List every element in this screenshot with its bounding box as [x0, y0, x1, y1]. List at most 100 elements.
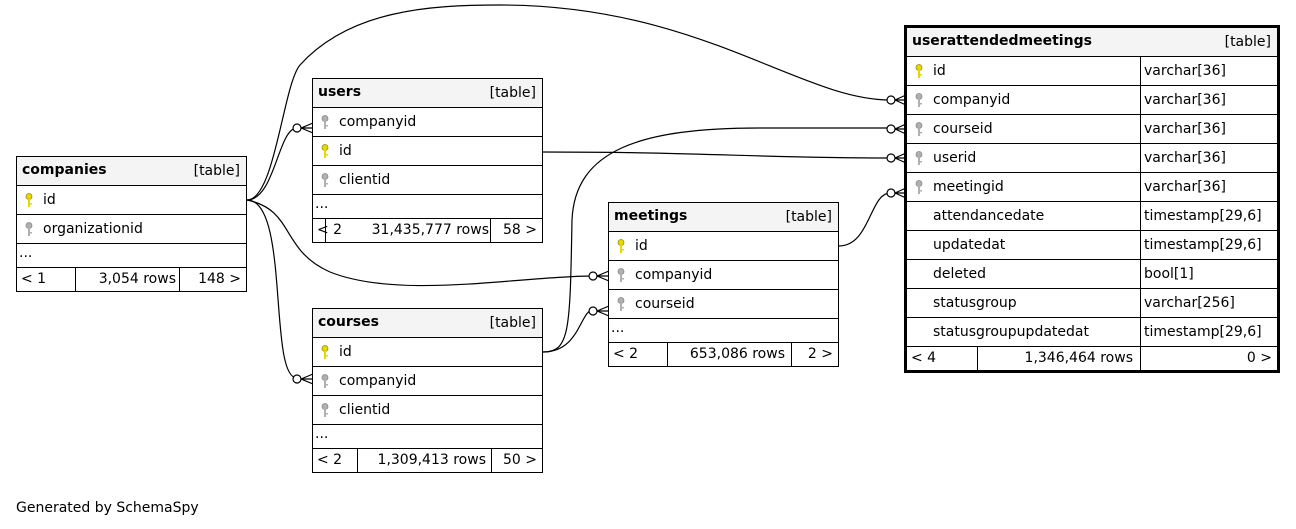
edge-crowfoot — [596, 270, 610, 282]
table-name: companies — [22, 162, 107, 178]
table-type: [table] — [489, 85, 536, 101]
children-count[interactable]: 58 > — [503, 222, 537, 238]
table-name: userattendedmeetings — [912, 33, 1092, 49]
column-type: varchar[36] — [1144, 179, 1226, 195]
children-count[interactable]: 148 > — [198, 271, 241, 287]
parents-count[interactable]: < 2 — [317, 452, 343, 468]
parents-count[interactable]: < 4 — [911, 350, 937, 366]
column-row[interactable]: deleted bool[1] — [907, 260, 1277, 289]
edge-companies-meetings-companyid — [246, 199, 594, 287]
column-row[interactable]: courseid — [609, 290, 838, 319]
primary-key-icon — [321, 144, 329, 158]
column-type: varchar[36] — [1144, 150, 1226, 166]
column-name: companyid — [933, 92, 1011, 108]
edge-end-circle — [588, 306, 598, 316]
column-row[interactable]: companyid — [609, 261, 838, 290]
generated-by-label: Generated by SchemaSpy — [16, 500, 199, 516]
table-header: companies [table] — [17, 157, 246, 186]
table-type: [table] — [489, 315, 536, 331]
table-name: users — [318, 84, 362, 100]
edge-companies-uam-companyid — [246, 4, 891, 201]
column-row[interactable]: id — [609, 232, 838, 261]
column-name: statusgroup — [933, 295, 1017, 311]
column-type: varchar[36] — [1144, 63, 1226, 79]
column-row[interactable]: statusgroup varchar[256] — [907, 289, 1277, 318]
column-name: companyid — [339, 373, 417, 389]
column-name: updatedat — [933, 237, 1006, 253]
edge-crowfoot — [596, 305, 610, 317]
foreign-key-icon — [321, 403, 329, 417]
foreign-key-icon — [915, 180, 923, 194]
column-row[interactable]: updatedat timestamp[29,6] — [907, 231, 1277, 260]
column-row[interactable]: companyid — [313, 108, 542, 137]
table-users[interactable]: users [table] companyid id clientid ... … — [312, 78, 543, 243]
column-name: statusgroupupdatedat — [933, 324, 1089, 340]
column-name: id — [933, 63, 946, 79]
primary-key-icon — [25, 193, 33, 207]
table-name: meetings — [614, 208, 688, 224]
column-name: organizationid — [43, 221, 143, 237]
edge-end-circle — [292, 374, 302, 384]
column-name: id — [339, 344, 352, 360]
column-row[interactable]: id — [313, 338, 542, 367]
foreign-key-icon — [25, 222, 33, 236]
table-header: courses [table] — [313, 309, 542, 338]
column-row[interactable]: id — [313, 137, 542, 166]
column-row[interactable]: statusgroupupdatedat timestamp[29,6] — [907, 318, 1277, 347]
column-name: clientid — [339, 402, 391, 418]
parents-count[interactable]: < 2 — [317, 222, 343, 238]
row-count: 3,054 rows — [98, 271, 176, 287]
table-type: [table] — [1224, 34, 1271, 50]
edge-end-circle — [886, 95, 896, 105]
foreign-key-icon — [321, 374, 329, 388]
more-columns: ... — [313, 425, 542, 449]
edge-courses-uam-courseid — [542, 127, 890, 353]
column-name: meetingid — [933, 179, 1004, 195]
table-userattendedmeetings[interactable]: userattendedmeetings [table] id varchar[… — [904, 25, 1280, 373]
column-name: courseid — [933, 121, 993, 137]
parents-count[interactable]: < 1 — [21, 271, 47, 287]
column-row[interactable]: userid varchar[36] — [907, 144, 1277, 173]
column-row[interactable]: meetingid varchar[36] — [907, 173, 1277, 202]
column-row[interactable]: id varchar[36] — [907, 57, 1277, 86]
column-type: varchar[36] — [1144, 92, 1226, 108]
foreign-key-icon — [617, 268, 625, 282]
primary-key-icon — [915, 64, 923, 78]
column-row[interactable]: attendancedate timestamp[29,6] — [907, 202, 1277, 231]
column-name: clientid — [339, 172, 391, 188]
primary-key-icon — [617, 239, 625, 253]
column-row[interactable]: clientid — [313, 166, 542, 195]
children-count[interactable]: 50 > — [503, 452, 537, 468]
foreign-key-icon — [321, 115, 329, 129]
edge-end-circle — [886, 153, 896, 163]
row-count: 1,346,464 rows — [1024, 350, 1133, 366]
column-name: deleted — [933, 266, 986, 282]
column-row[interactable]: clientid — [313, 396, 542, 425]
edge-end-circle — [886, 188, 896, 198]
children-count[interactable]: 0 > — [1246, 350, 1272, 366]
column-name: id — [635, 238, 648, 254]
edge-users-uam-userid — [542, 151, 891, 159]
column-type: bool[1] — [1144, 266, 1194, 282]
table-meetings[interactable]: meetings [table] id companyid courseid .… — [608, 202, 839, 367]
column-row[interactable]: organizationid — [17, 215, 246, 244]
column-type: timestamp[29,6] — [1144, 324, 1262, 340]
parents-count[interactable]: < 2 — [613, 346, 639, 362]
column-row[interactable]: companyid — [313, 367, 542, 396]
table-type: [table] — [193, 163, 240, 179]
table-courses[interactable]: courses [table] id companyid clientid ..… — [312, 308, 543, 473]
column-row[interactable]: companyid varchar[36] — [907, 86, 1277, 115]
column-row[interactable]: id — [17, 186, 246, 215]
children-count[interactable]: 2 > — [807, 346, 833, 362]
table-companies[interactable]: companies [table] id organizationid ... … — [16, 156, 247, 292]
row-count: 1,309,413 rows — [377, 452, 486, 468]
edge-meetings-uam-meetingid — [838, 192, 891, 247]
edge-crowfoot — [300, 373, 314, 385]
foreign-key-icon — [617, 297, 625, 311]
more-columns: ... — [609, 319, 838, 343]
table-footer: < 2 31,435,777 rows 58 > — [313, 219, 542, 242]
column-row[interactable]: courseid varchar[36] — [907, 115, 1277, 144]
edge-end-circle — [292, 123, 302, 133]
foreign-key-icon — [915, 122, 923, 136]
